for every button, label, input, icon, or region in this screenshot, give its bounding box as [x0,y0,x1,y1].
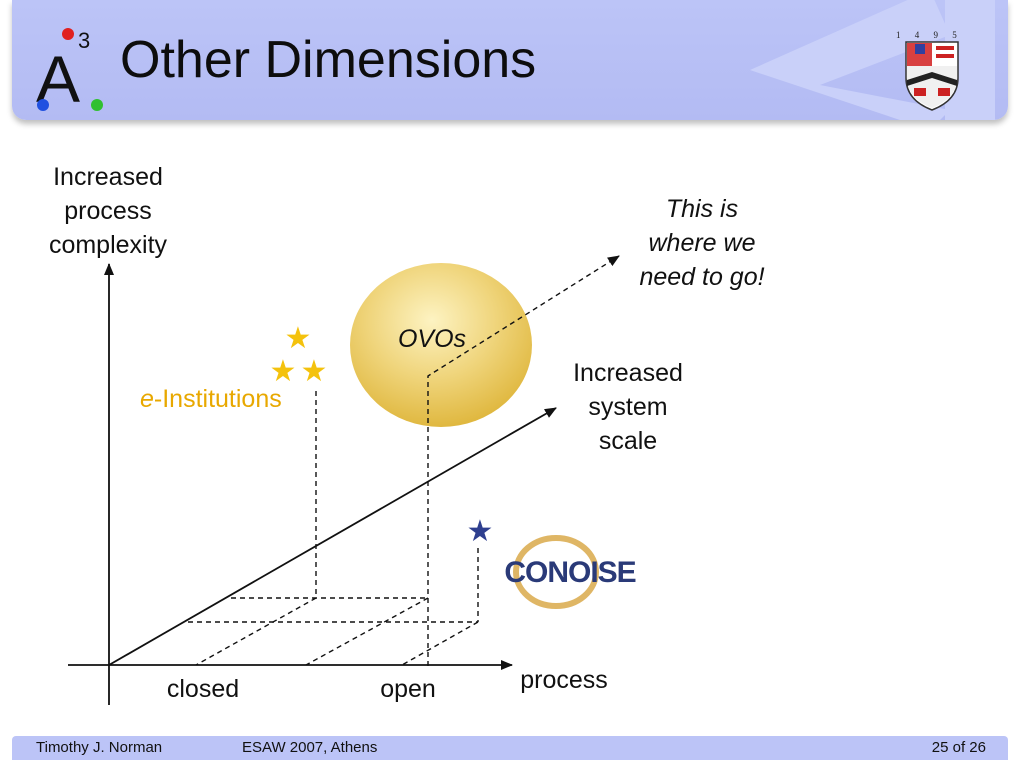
conoise-logo-icon: CONOISE [504,535,637,609]
diag-axis [108,407,557,666]
star-icon: ★ [467,515,494,548]
x-axis-label: process [520,666,608,694]
crest-years: 1 4 9 5 [896,30,963,40]
y-axis-label: Increased process complexity [48,163,168,259]
star-icon: ★ [270,355,297,388]
e-institutions-label: e-Institutions [140,382,320,416]
star-icon: ★ [285,322,312,355]
header-bar: Other Dimensions [12,0,1008,120]
diag-axis-label: Increased system scale [573,359,683,455]
footer-bar: Timothy J. Norman ESAW 2007, Athens 25 o… [12,736,1008,760]
projection-lines [188,391,479,666]
e-institutions-text: -Institutions [153,385,282,413]
conoise-label: CONOISE [504,556,635,589]
logo-superscript: 3 [78,28,90,53]
a3-logo-icon: A 3 [36,28,103,116]
e-institutions-prefix: e [140,385,154,413]
page-title: Other Dimensions [120,31,537,89]
footer-page-number: 25 of 26 [931,739,986,756]
footer-author: Timothy J. Norman [36,739,163,756]
university-crest-icon [905,41,959,111]
goal-annotation: This is where we need to go! [639,195,765,291]
goal-arrow [427,255,620,666]
tick-open: open [380,675,436,703]
ovos-ellipse [350,263,532,427]
ovos-label: OVOs [397,325,467,353]
star-icon: ★ [301,355,328,388]
tick-closed: closed [166,675,240,703]
footer-event: ESAW 2007, Athens [242,739,378,756]
